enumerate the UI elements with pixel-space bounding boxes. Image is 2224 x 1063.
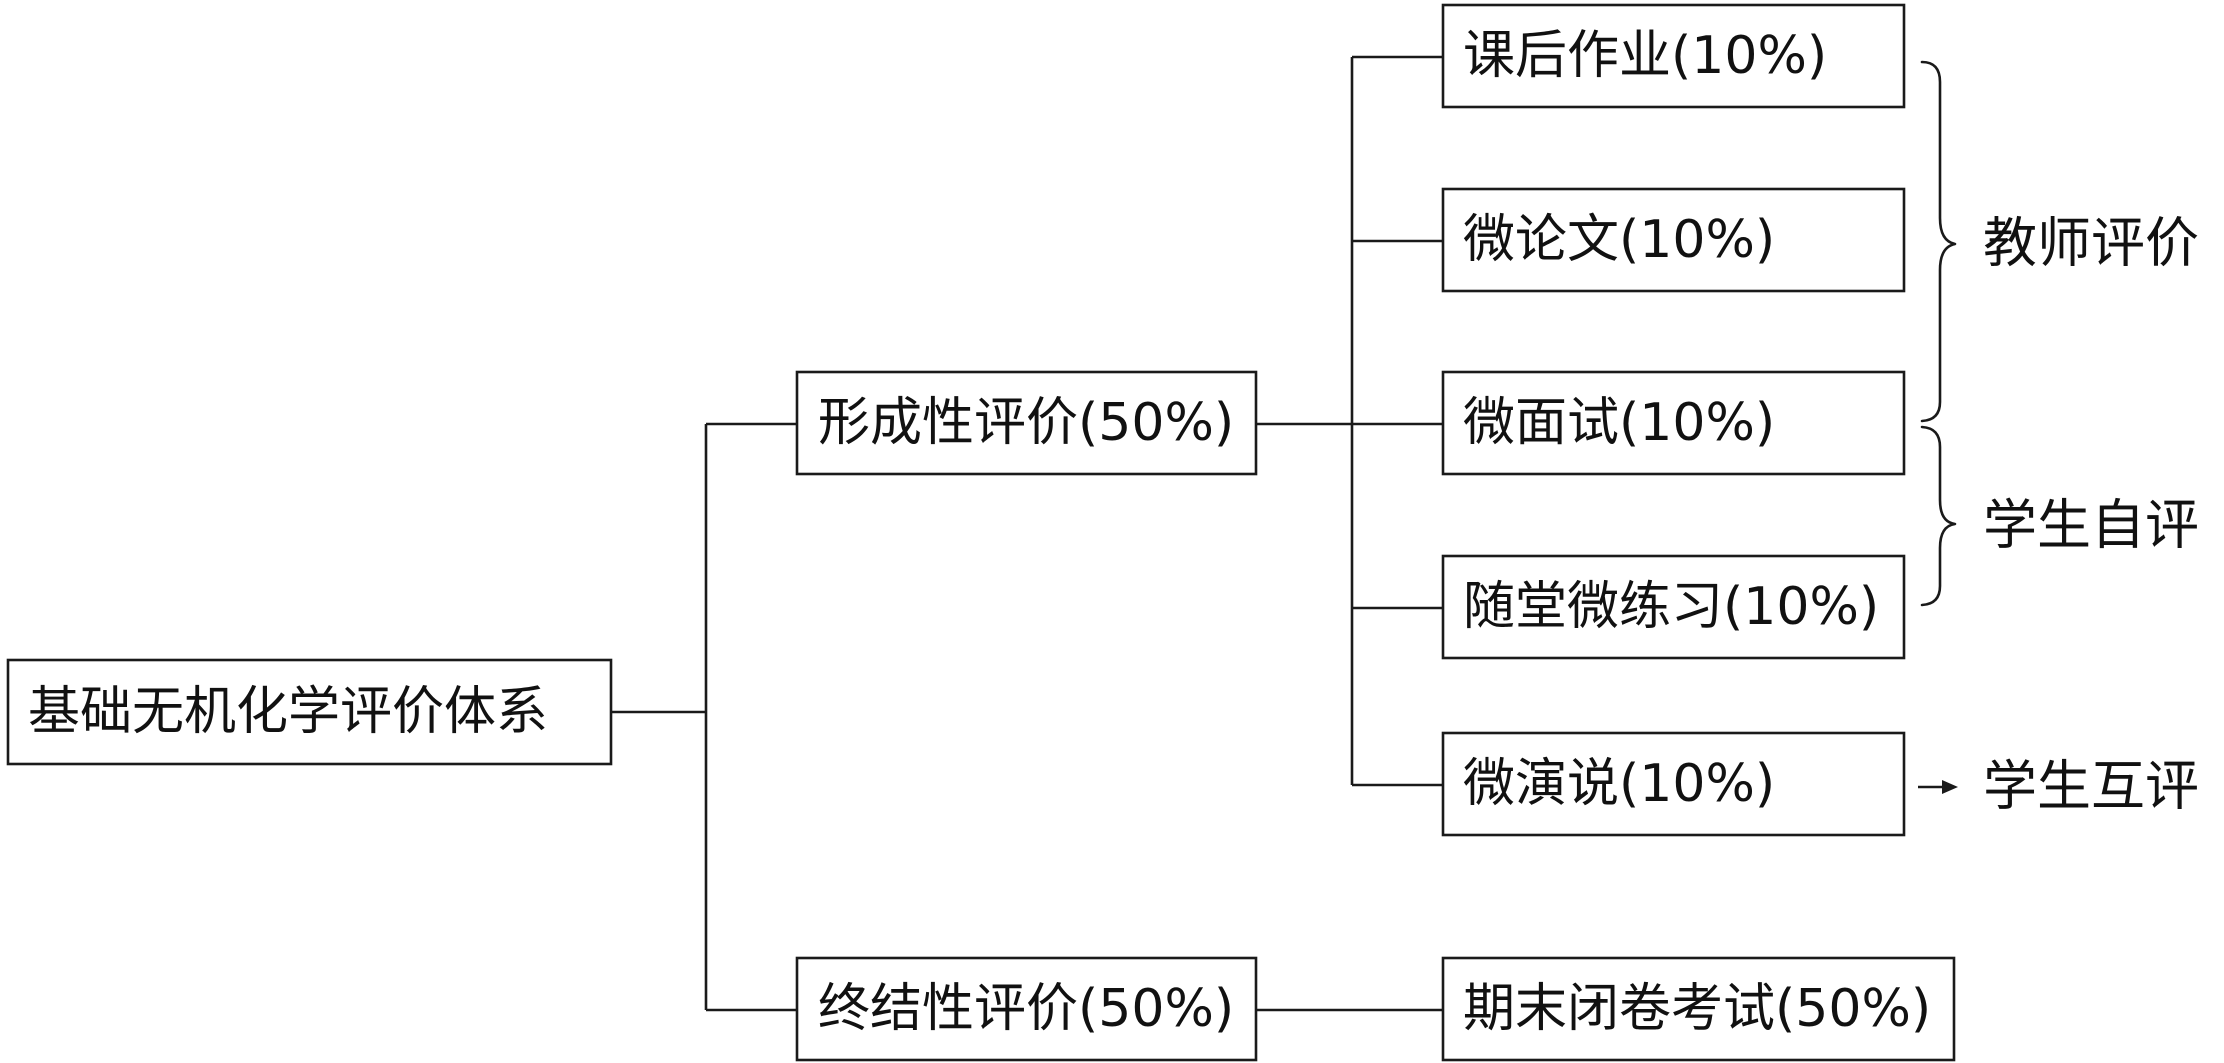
- teacher-evaluation-brace: [1920, 60, 1957, 423]
- summative-item-final-exam: 期末闭卷考试(50%): [1441, 956, 1956, 1062]
- root-node-label: 基础无机化学评价体系: [28, 682, 548, 742]
- root-node: 基础无机化学评价体系: [6, 658, 613, 766]
- self-evaluation-brace: [1920, 425, 1957, 607]
- formative-item-homework: 课后作业(10%): [1441, 3, 1906, 109]
- formative-item-label: 课后作业(10%): [1463, 26, 1827, 86]
- formative-item-mini-paper: 微论文(10%): [1441, 187, 1906, 293]
- formative-item-label: 微面试(10%): [1463, 393, 1775, 453]
- formative-item-label: 微论文(10%): [1463, 210, 1775, 270]
- formative-node-label: 形成性评价(50%): [818, 393, 1234, 453]
- formative-item-class-exercise: 随堂微练习(10%): [1441, 554, 1906, 660]
- summative-node: 终结性评价(50%): [795, 956, 1258, 1062]
- formative-node: 形成性评价(50%): [795, 370, 1258, 476]
- formative-item-mini-speech: 微演说(10%): [1441, 731, 1906, 837]
- self-evaluation-label: 学生自评: [1983, 494, 2199, 557]
- teacher-evaluation-label: 教师评价: [1983, 212, 2199, 275]
- root-connectors: [611, 422, 797, 1012]
- formative-connectors: [1256, 55, 1443, 787]
- formative-item-label: 微演说(10%): [1463, 754, 1775, 814]
- peer-evaluation-label: 学生互评: [1983, 755, 2199, 818]
- summative-item-label: 期末闭卷考试(50%): [1463, 979, 1931, 1039]
- summative-node-label: 终结性评价(50%): [818, 979, 1234, 1039]
- formative-item-label: 随堂微练习(10%): [1463, 577, 1879, 637]
- formative-item-mini-interview: 微面试(10%): [1441, 370, 1906, 476]
- peer-evaluation-arrow: [1918, 780, 1958, 794]
